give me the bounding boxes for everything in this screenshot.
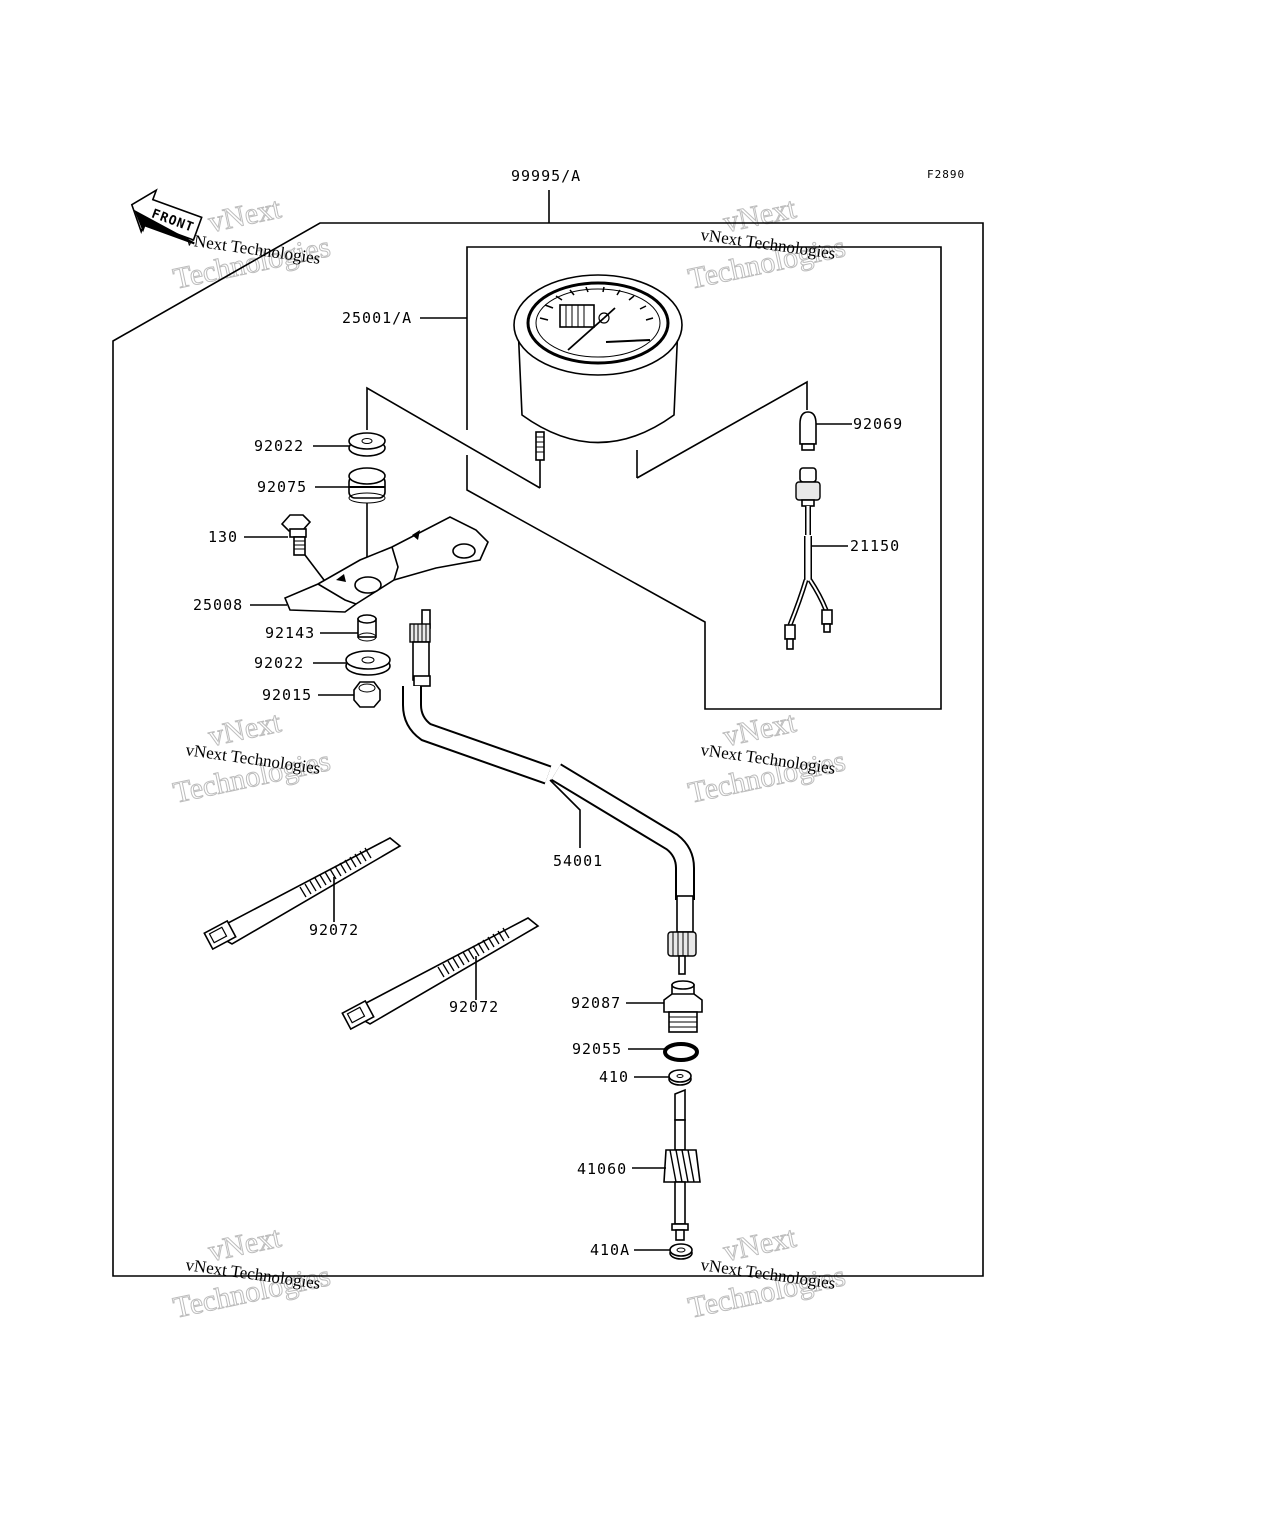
bulb-92069	[799, 411, 817, 451]
grommet-92075	[348, 467, 386, 504]
mount-line-right	[636, 380, 808, 479]
bracket-25008	[283, 516, 489, 613]
label-92143: 92143	[265, 624, 315, 642]
assembly-frame	[112, 222, 984, 1277]
label-92022-top: 92022	[254, 437, 304, 455]
nut-92015	[353, 681, 381, 708]
o-ring-92055	[663, 1042, 699, 1062]
label-130: 130	[208, 528, 238, 546]
label-92087: 92087	[571, 994, 621, 1012]
meter-subassembly-frame	[466, 246, 942, 710]
svg-text:vNext: vNext	[205, 192, 284, 240]
pinion-41060	[663, 1088, 701, 1241]
label-92072-2: 92072	[449, 998, 499, 1016]
label-410: 410	[599, 1068, 629, 1086]
label-92022-bottom: 92022	[254, 654, 304, 672]
label-21150: 21150	[850, 537, 900, 555]
bolt-axis	[304, 554, 325, 581]
collar-92143	[357, 614, 377, 642]
label-92015: 92015	[262, 686, 312, 704]
part-labels: F2890 99995/A 25001/A 92069 21150 92022 …	[193, 167, 965, 1259]
cable-54001	[402, 609, 697, 975]
mount-line-left	[366, 386, 541, 489]
figure-code: F2890	[927, 168, 965, 181]
label-54001: 54001	[553, 852, 603, 870]
label-92072-1: 92072	[309, 921, 359, 939]
label-25001-a: 25001/A	[342, 309, 412, 327]
front-arrow: FRONT	[130, 188, 203, 245]
label-92055: 92055	[572, 1040, 622, 1058]
label-410a: 410A	[590, 1241, 630, 1259]
washer-92022-top	[348, 432, 386, 457]
band-92072-2	[341, 917, 540, 1031]
label-25008: 25008	[193, 596, 243, 614]
label-99995-a: 99995/A	[511, 167, 581, 185]
bushing-92087	[663, 980, 703, 1033]
washer-92022-bottom	[345, 650, 391, 676]
socket-21150	[784, 467, 833, 650]
label-92069: 92069	[853, 415, 903, 433]
label-41060: 41060	[577, 1160, 627, 1178]
washer-410	[668, 1069, 692, 1086]
bolt-130	[280, 514, 312, 556]
leader-cable	[549, 779, 581, 848]
speedometer	[513, 274, 683, 488]
label-92075: 92075	[257, 478, 307, 496]
band-92072-1	[203, 837, 402, 951]
washer-410a	[669, 1243, 693, 1260]
